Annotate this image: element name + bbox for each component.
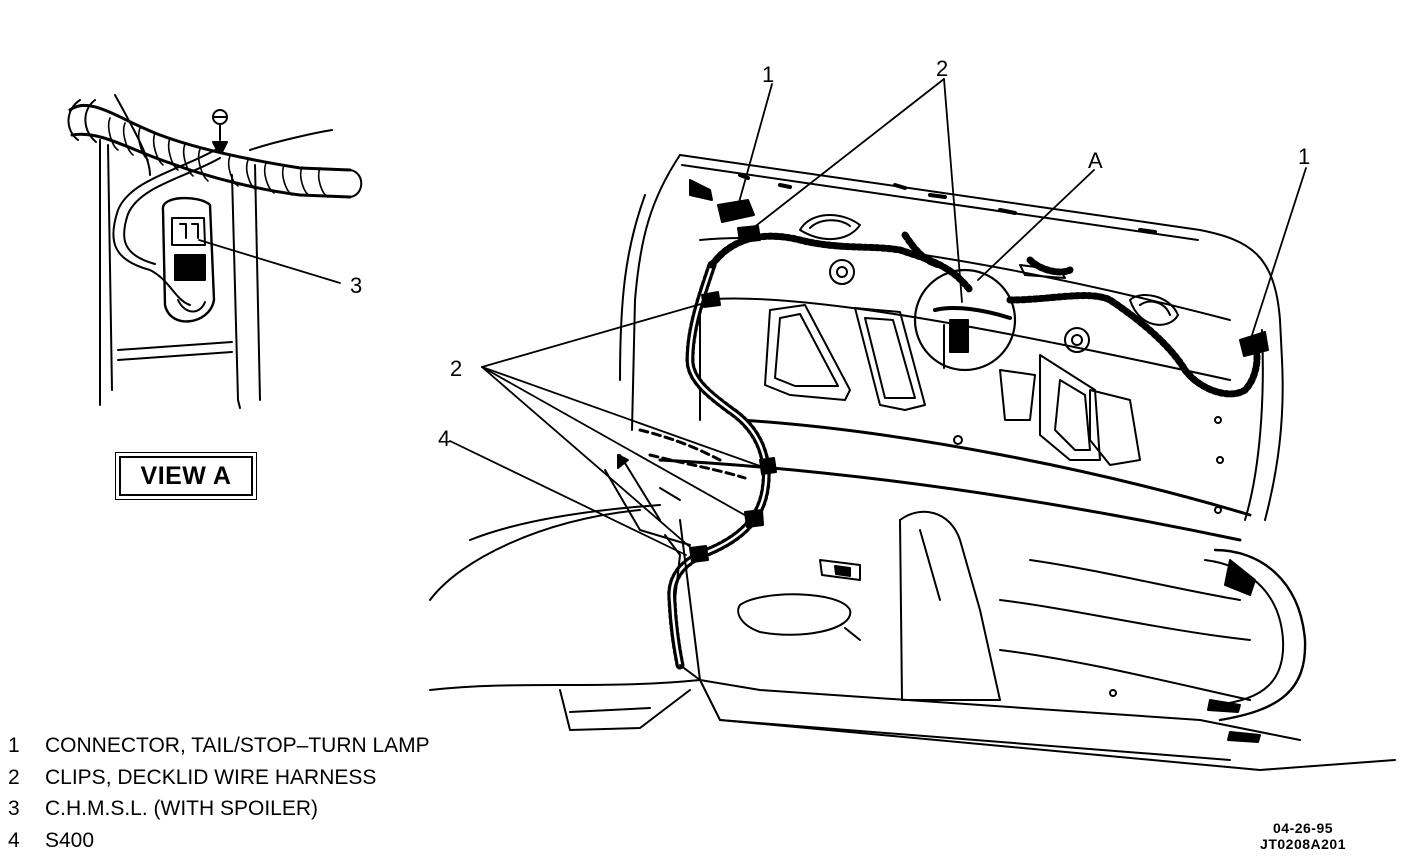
legend: 1 CONNECTOR, TAIL/STOP–TURN LAMP 2 CLIPS, … xyxy=(8,730,430,856)
view-a-inset xyxy=(67,94,363,409)
leader-lines xyxy=(198,78,1307,556)
legend-text: CONNECTOR, TAIL/STOP–TURN LAMP xyxy=(45,734,430,757)
legend-number: 2 xyxy=(8,765,20,789)
callout-2-top: 2 xyxy=(936,56,948,81)
legend-item: 4 S400 xyxy=(8,825,430,857)
legend-item: 2 CLIPS, DECKLID WIRE HARNESS xyxy=(8,762,430,794)
view-a-label: VIEW A xyxy=(115,452,257,500)
legend-item: 3 C.H.M.S.L. (WITH SPOILER) xyxy=(8,793,430,825)
legend-text: C.H.M.S.L. (WITH SPOILER) xyxy=(45,797,319,820)
drawing-stamp: 04-26-95 JT0208A201 xyxy=(1260,820,1346,852)
callout-a: A xyxy=(1088,148,1103,173)
legend-text: S400 xyxy=(45,828,95,852)
trunk-decklid-drawing xyxy=(429,154,1396,771)
callout-1-right: 1 xyxy=(1298,144,1310,169)
callout-3: 3 xyxy=(350,273,362,298)
stamp-date: 04-26-95 xyxy=(1273,820,1334,836)
stamp-code: JT0208A201 xyxy=(1260,836,1346,852)
legend-number: 4 xyxy=(8,828,20,852)
legend-number: 3 xyxy=(8,797,20,820)
legend-text: CLIPS, DECKLID WIRE HARNESS xyxy=(45,765,377,789)
callout-2-left: 2 xyxy=(450,356,462,381)
legend-number: 1 xyxy=(8,734,20,757)
callout-1-top: 1 xyxy=(762,62,774,87)
legend-item: 1 CONNECTOR, TAIL/STOP–TURN LAMP xyxy=(8,730,430,762)
callout-4: 4 xyxy=(438,426,450,451)
